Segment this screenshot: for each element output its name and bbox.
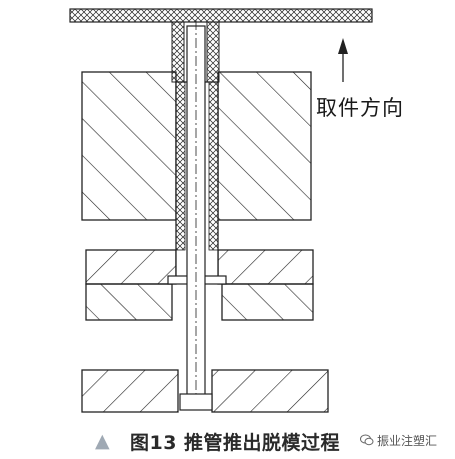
ejector-sleeve-cross-right bbox=[208, 81, 219, 251]
watermark: 振业注塑汇 bbox=[360, 430, 437, 450]
direction-arrow-head bbox=[338, 38, 348, 54]
retainer-plate-right bbox=[217, 249, 314, 285]
bottom-plate-right bbox=[211, 369, 329, 413]
watermark-text: 振业注塑汇 bbox=[377, 433, 438, 448]
figure-caption: ▲ 图13 推管推出脱模过程 bbox=[0, 428, 455, 456]
direction-label: 取件方向 bbox=[316, 96, 404, 120]
caption-marker: ▲ bbox=[95, 430, 110, 452]
core-pin-head bbox=[179, 393, 213, 411]
ejector-plate-left bbox=[85, 283, 173, 321]
molded-part-stem-right bbox=[206, 21, 220, 83]
core-plate-left bbox=[81, 71, 177, 221]
bottom-plate-left bbox=[81, 369, 179, 413]
wechat-icon bbox=[360, 434, 374, 446]
molded-part-flange bbox=[69, 8, 373, 23]
core-plate-right bbox=[217, 71, 312, 221]
caption-text: 图13 推管推出脱模过程 bbox=[130, 432, 341, 454]
molded-part-stem-left bbox=[171, 21, 185, 83]
ejector-sleeve-cross-left bbox=[175, 81, 186, 251]
retainer-plate-left bbox=[85, 249, 177, 285]
ejector-plate-right bbox=[221, 283, 314, 321]
